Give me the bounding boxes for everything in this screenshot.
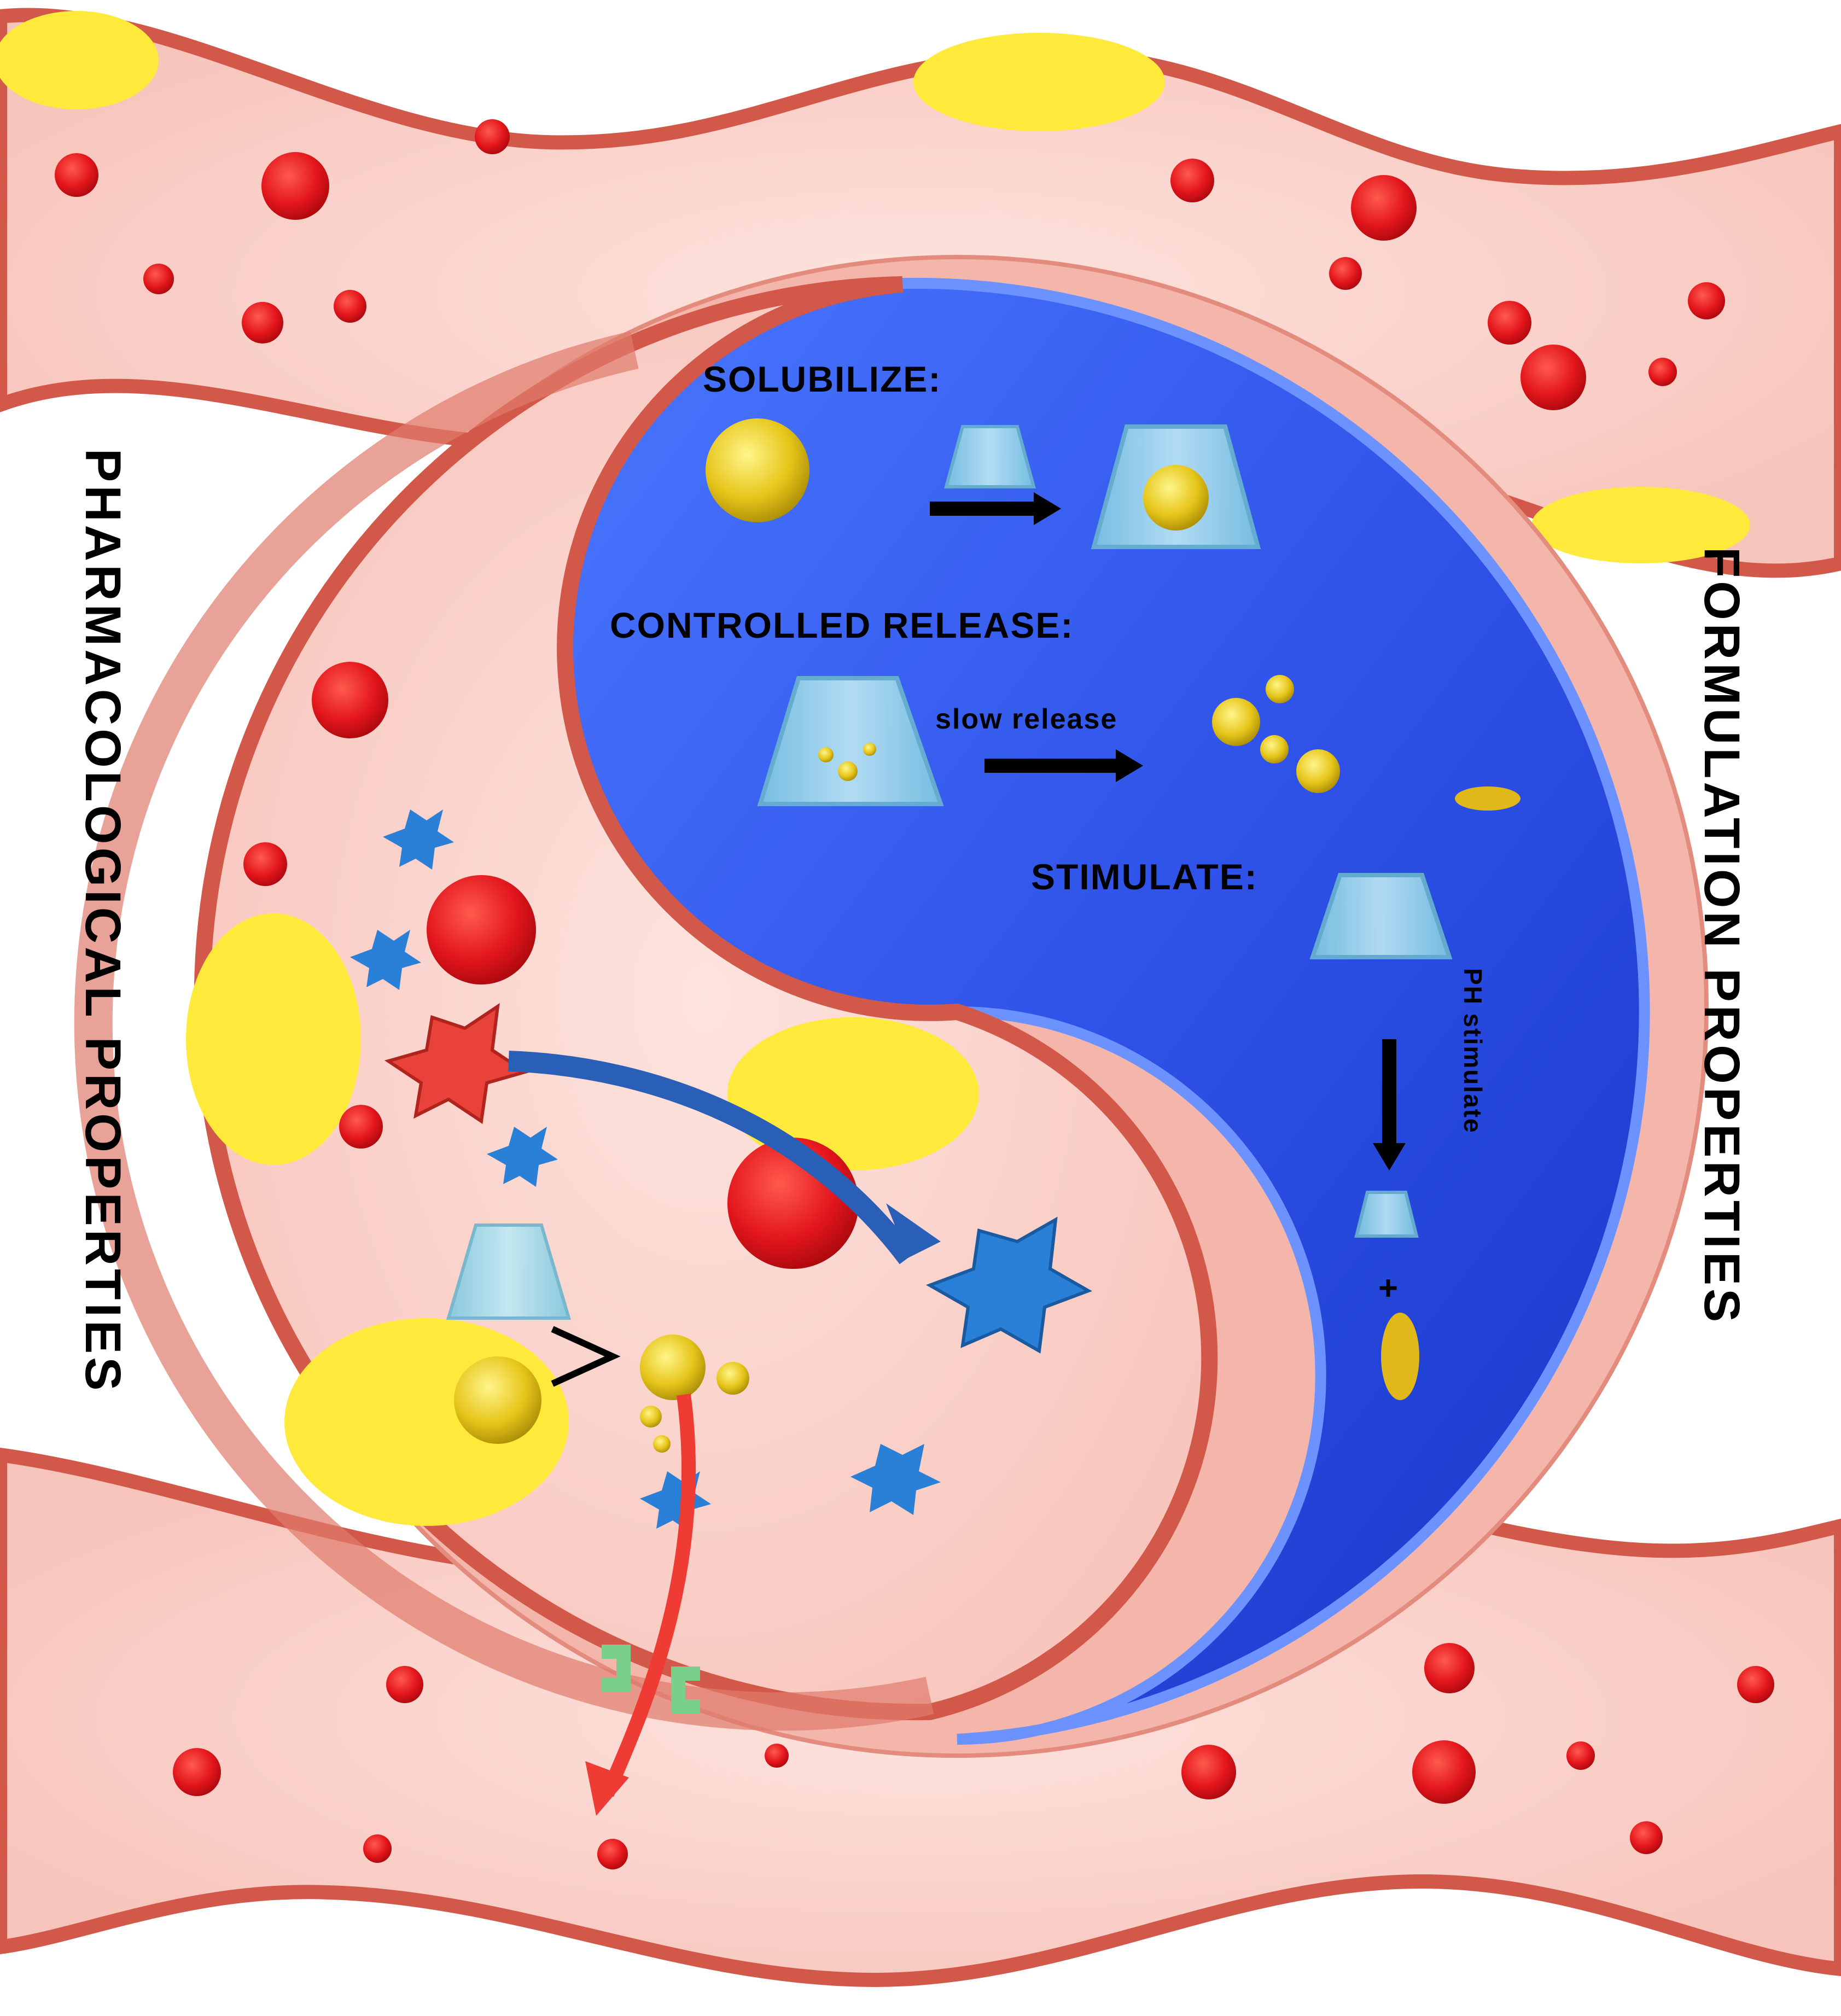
pharmacological-half-contents	[186, 662, 1093, 1816]
cyclodextrin-cup-icon	[446, 1223, 572, 1320]
drug-molecule-icon	[454, 1335, 749, 1453]
lipid-deposit	[0, 11, 1750, 563]
controlled-release-label: CONTROLLED RELEASE:	[610, 605, 1074, 645]
formulation-half-contents	[706, 418, 1520, 1400]
plus-sign: +	[1378, 1269, 1399, 1307]
pharmacological-properties-label: PHARMACOLOGICAL PROPERTIES	[75, 448, 131, 1394]
stimulate-label: STIMULATE:	[1031, 856, 1258, 897]
formulation-properties-label: FORMULATION PROPERTIES	[1694, 547, 1750, 1326]
solubilize-label: SOLUBILIZE:	[703, 359, 942, 399]
slow-release-label: slow release	[935, 703, 1118, 735]
ph-stimulate-label: PH stimulate	[1459, 968, 1487, 1134]
